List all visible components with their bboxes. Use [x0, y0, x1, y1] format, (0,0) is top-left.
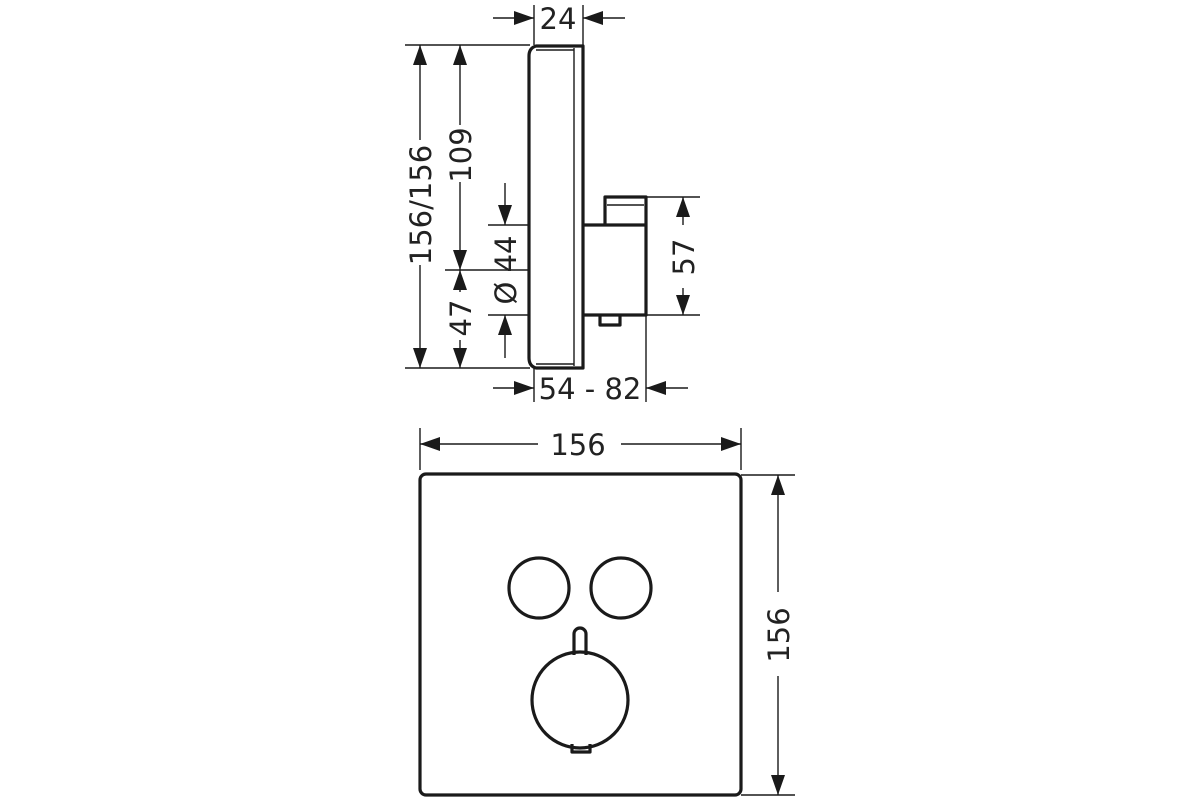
cover-plate-side [527, 44, 585, 370]
dim-label-total-height: 156/156 [404, 145, 438, 265]
dimension-57: 57 [646, 196, 701, 316]
button-left [507, 556, 571, 620]
dimension-width-156: 156 [419, 428, 742, 470]
dimension-24: 24 [493, 2, 625, 45]
dim-label-57: 57 [667, 239, 701, 276]
dimension-total-height: 156/156 [404, 45, 438, 368]
dim-label-47: 47 [444, 300, 478, 337]
dimension-47: 47 [444, 270, 478, 368]
dimension-109: 109 [444, 45, 478, 270]
dim-label-54-82: 54 - 82 [539, 372, 642, 406]
dimension-height-156: 156 [741, 474, 796, 796]
dimension-54-82: 54 - 82 [493, 315, 688, 406]
dim-label-24: 24 [540, 2, 577, 36]
dim-label-width: 156 [550, 428, 605, 462]
side-view: 24 156/156 109 47 Ø 4 [404, 2, 701, 406]
cover-plate-front [418, 472, 743, 797]
dim-label-109: 109 [444, 127, 478, 182]
button-right [589, 556, 653, 620]
dimension-diameter-44: Ø 44 [488, 183, 528, 358]
front-view: 156 156 [418, 428, 796, 797]
dim-label-height: 156 [762, 607, 796, 662]
dim-label-diameter-44: Ø 44 [489, 236, 523, 305]
mounting-box-side [583, 195, 648, 327]
thermostat-knob [572, 626, 588, 655]
